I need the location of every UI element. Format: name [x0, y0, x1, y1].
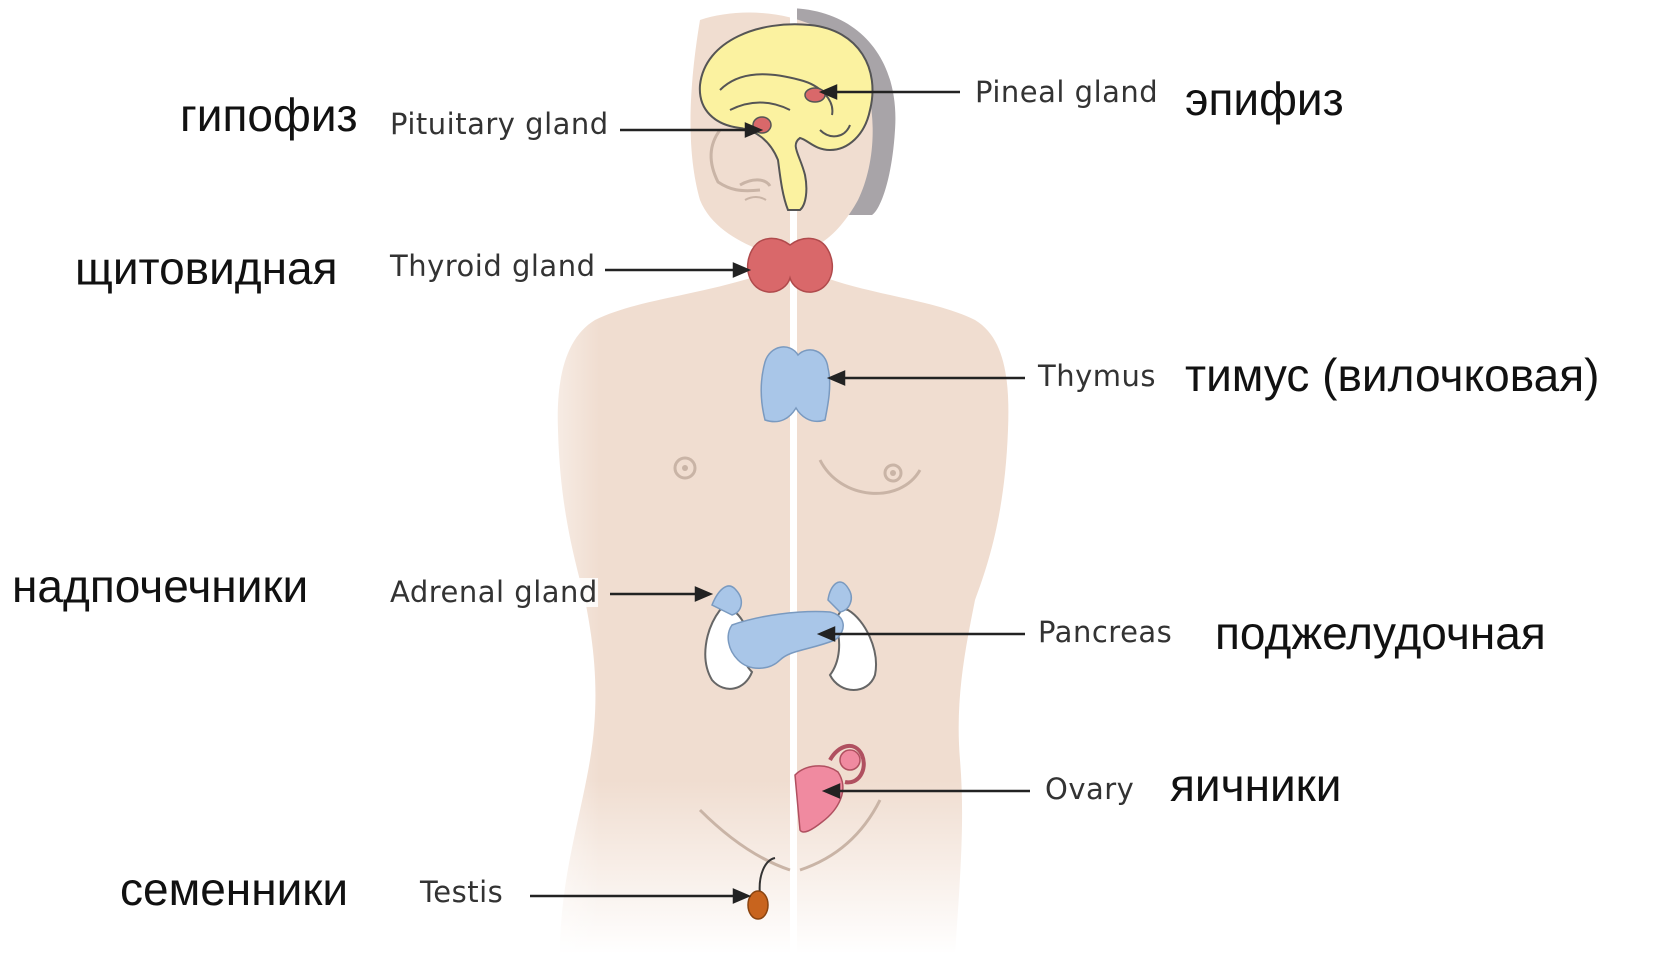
- label-ru-testis: семенники: [120, 866, 348, 912]
- label-en-pancreas: Pancreas: [1038, 618, 1172, 647]
- label-ru-thyroid: щитовидная: [75, 245, 338, 291]
- label-en-testis: Testis: [420, 878, 503, 907]
- label-ru-adrenal: надпочечники: [12, 563, 308, 609]
- label-en-thyroid: Thyroid gland: [390, 252, 596, 281]
- label-en-pituitary: Pituitary gland: [390, 110, 609, 139]
- label-ru-pituitary: гипофиз: [180, 92, 358, 138]
- label-ru-thymus: тимус (вилочковая): [1185, 352, 1599, 398]
- label-ru-pineal: эпифиз: [1185, 76, 1344, 122]
- label-en-adrenal: Adrenal gland: [390, 578, 598, 607]
- label-ru-pancreas: поджелудочная: [1215, 610, 1546, 656]
- testis-gland: [748, 891, 768, 919]
- label-en-pineal: Pineal gland: [975, 78, 1158, 107]
- label-ru-ovary: яичники: [1170, 762, 1342, 808]
- label-en-thymus: Thymus: [1038, 362, 1156, 391]
- label-en-ovary: Ovary: [1045, 775, 1134, 804]
- pineal-gland: [805, 88, 825, 102]
